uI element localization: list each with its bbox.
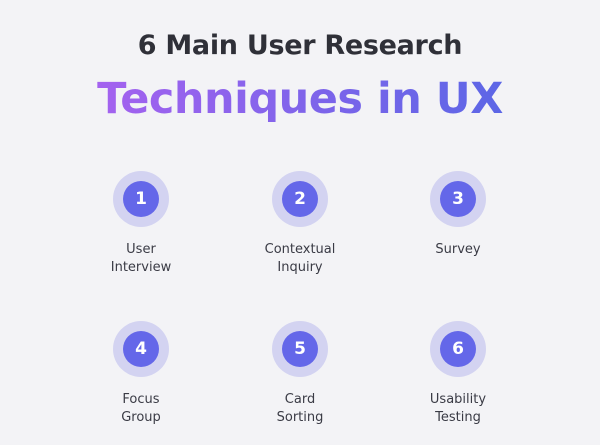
technique-item: 3 Survey: [388, 171, 528, 259]
technique-item: 1 User Interview: [71, 171, 211, 277]
number: 2: [282, 181, 318, 217]
technique-label: Card Sorting: [276, 392, 324, 425]
number: 1: [123, 181, 159, 217]
number-badge: 3: [430, 171, 486, 227]
number: 5: [282, 331, 318, 367]
number-badge: 6: [430, 321, 486, 377]
number: 6: [440, 331, 476, 367]
technique-label: Usability Testing: [429, 392, 487, 425]
title-line-1: 6 Main User Research: [137, 30, 463, 61]
technique-item: 6 Usability Testing: [388, 321, 528, 427]
number-badge: 4: [113, 321, 169, 377]
technique-label: Contextual Inquiry: [264, 242, 336, 275]
technique-label: Survey: [435, 242, 481, 257]
number: 4: [123, 331, 159, 367]
technique-item: 5 Card Sorting: [230, 321, 370, 427]
technique-label: User Interview: [110, 242, 172, 275]
technique-item: 2 Contextual Inquiry: [230, 171, 370, 277]
number-badge: 2: [272, 171, 328, 227]
number-badge: 1: [113, 171, 169, 227]
title-line-2: Techniques in UX: [0, 74, 600, 124]
number-badge: 5: [272, 321, 328, 377]
technique-label: Focus Group: [121, 392, 161, 425]
title-gradient-text: Techniques in UX: [97, 74, 503, 124]
technique-item: 4 Focus Group: [71, 321, 211, 427]
number: 3: [440, 181, 476, 217]
